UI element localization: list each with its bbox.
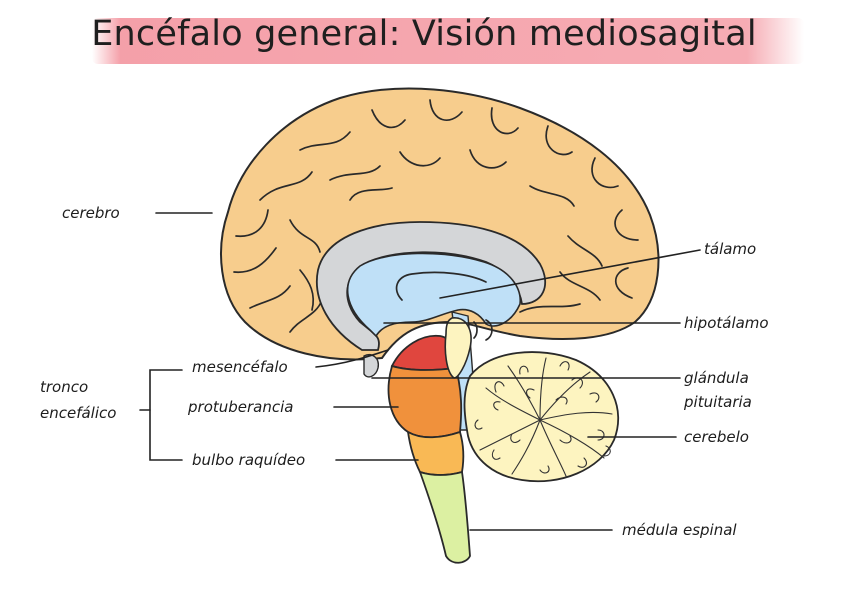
cerebelo-region <box>465 352 619 481</box>
label-bulbo: bulbo raquídeo <box>192 451 305 469</box>
label-tronco-line2: encefálico <box>40 404 116 422</box>
label-glandula-line2: pituitaria <box>683 393 752 411</box>
label-cerebelo: cerebelo <box>684 428 749 446</box>
label-hipotalamo: hipotálamo <box>684 314 769 332</box>
bulbo-region <box>408 432 463 475</box>
label-medula: médula espinal <box>622 521 737 539</box>
label-protuberancia: protuberancia <box>187 398 293 416</box>
label-cerebro: cerebro <box>62 204 120 222</box>
label-glandula-line1: glándula <box>684 369 749 387</box>
label-talamo: tálamo <box>704 240 756 258</box>
label-mesencefalo: mesencéfalo <box>192 358 288 376</box>
medula-region <box>420 472 470 563</box>
label-tronco-line1: tronco <box>40 378 88 396</box>
protuberancia-region <box>389 366 462 437</box>
